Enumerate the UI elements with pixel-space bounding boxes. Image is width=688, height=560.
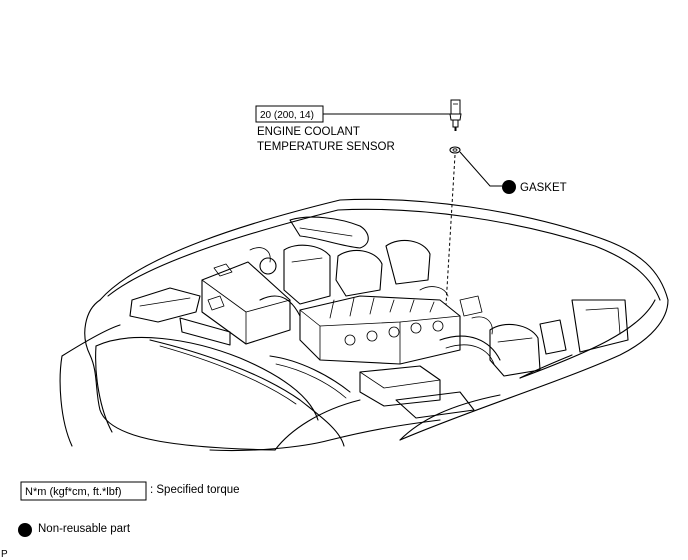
gasket-ring-icon bbox=[449, 146, 461, 154]
nonreusable-marker-icon bbox=[502, 180, 516, 194]
sensor-label-line1: ENGINE COOLANT bbox=[257, 126, 360, 138]
corner-mark: P bbox=[1, 549, 8, 560]
gasket-leader-line bbox=[459, 151, 502, 187]
legend-nonreusable-icon bbox=[18, 523, 32, 537]
gasket-label: GASKET bbox=[520, 182, 567, 194]
torque-value: 20 (200, 14) bbox=[260, 110, 314, 121]
installation-dashed-line bbox=[445, 154, 456, 306]
sensor-label-line2: TEMPERATURE SENSOR bbox=[257, 141, 395, 153]
legend-nonreusable-text: Non-reusable part bbox=[38, 523, 131, 535]
gasket-callout: GASKET bbox=[459, 151, 567, 194]
engine-bay-drawing bbox=[59, 198, 669, 452]
legend-torque-text: : Specified torque bbox=[150, 484, 240, 496]
legend-torque-units: N*m (kgf*cm, ft.*lbf) bbox=[25, 486, 122, 498]
legend-torque-box bbox=[20, 481, 147, 501]
torque-callout: 20 (200, 14) bbox=[255, 105, 450, 123]
legend: N*m (kgf*cm, ft.*lbf) : Specified torque… bbox=[18, 481, 240, 537]
coolant-temperature-sensor-icon bbox=[449, 99, 462, 131]
